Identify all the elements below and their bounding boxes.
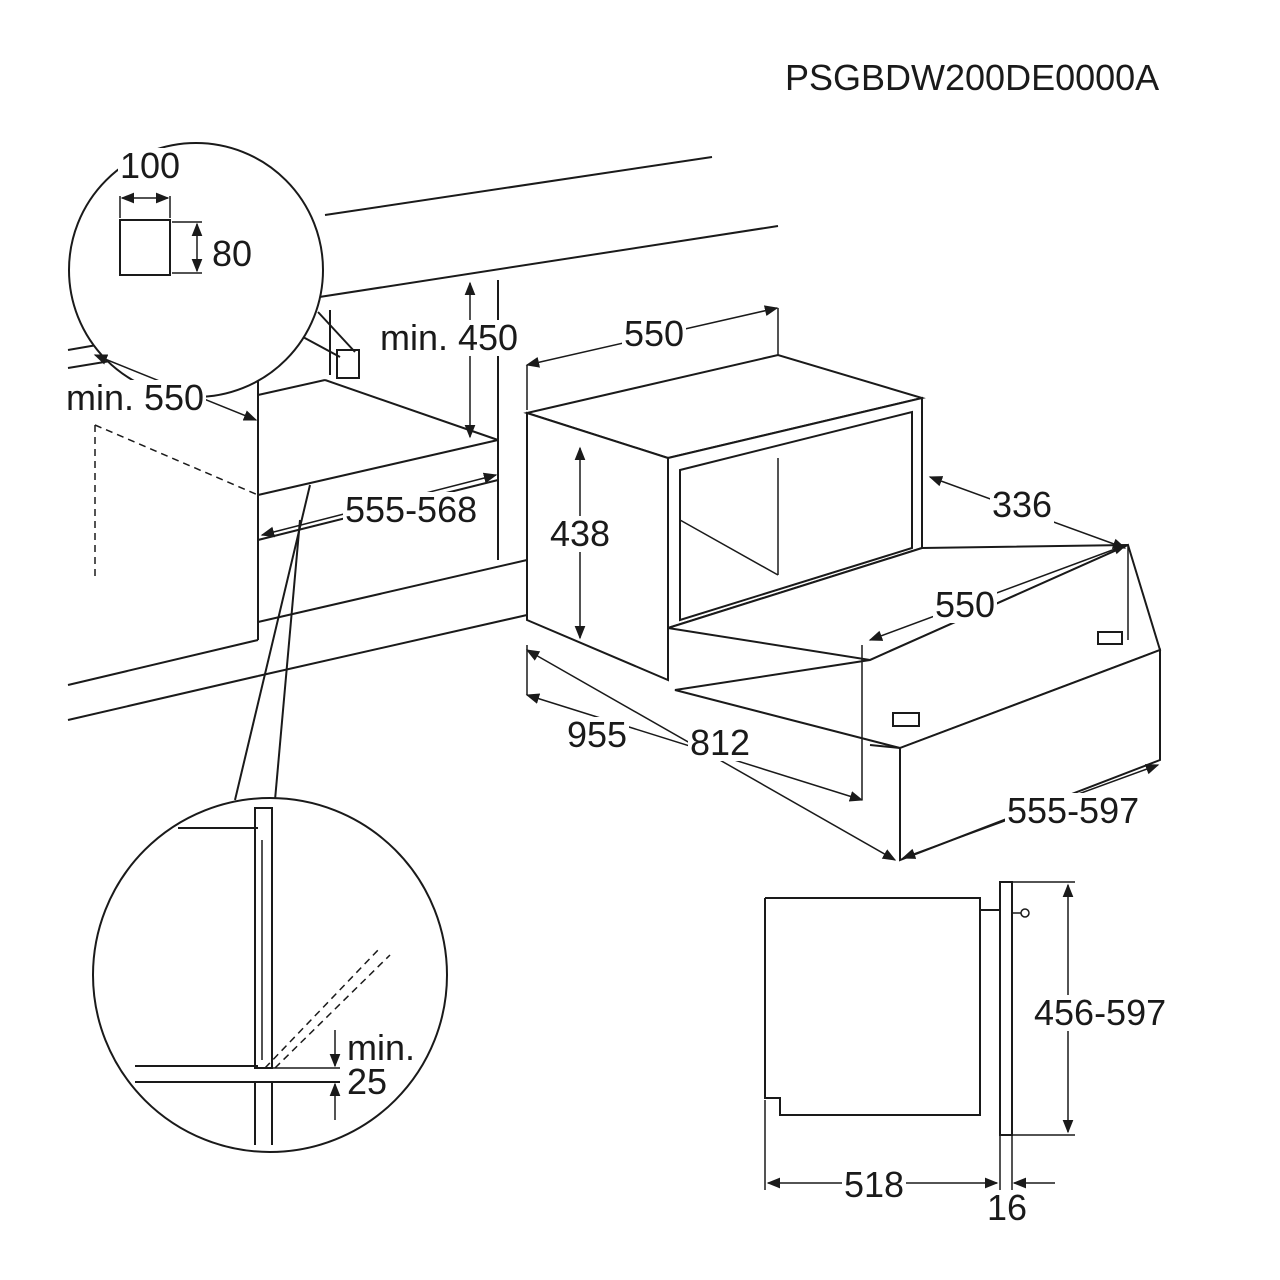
oven-drawing <box>523 353 1162 862</box>
total-depth-label: 955 <box>565 714 630 755</box>
vent-width-label: 100 <box>118 145 183 186</box>
door-open-depth-label: 812 <box>688 722 753 763</box>
door-width-label: 550 <box>933 584 998 625</box>
panel-thickness-label: 16 <box>985 1187 1030 1228</box>
min-450-label: min. 450 <box>378 317 521 358</box>
model-code: PSGBDW200DE0000A <box>785 57 1160 98</box>
gap-min-label: min. <box>347 1027 416 1068</box>
inner-depth-label: 336 <box>990 484 1055 525</box>
side-height-label: 456-597 <box>1032 992 1169 1033</box>
oven-height-label: 438 <box>548 513 613 554</box>
front-width-label: 555-597 <box>1005 790 1142 831</box>
gap-detail-circle <box>92 484 448 1153</box>
oven-depth-label: 550 <box>622 313 687 354</box>
min-550-label: min. 550 <box>64 377 207 418</box>
side-depth-label: 518 <box>842 1164 907 1205</box>
niche-width-label: 555-568 <box>343 489 480 530</box>
gap-min-value: 25 <box>347 1061 388 1102</box>
vent-height-label: 80 <box>210 233 255 274</box>
side-view-drawing <box>764 881 1075 1195</box>
